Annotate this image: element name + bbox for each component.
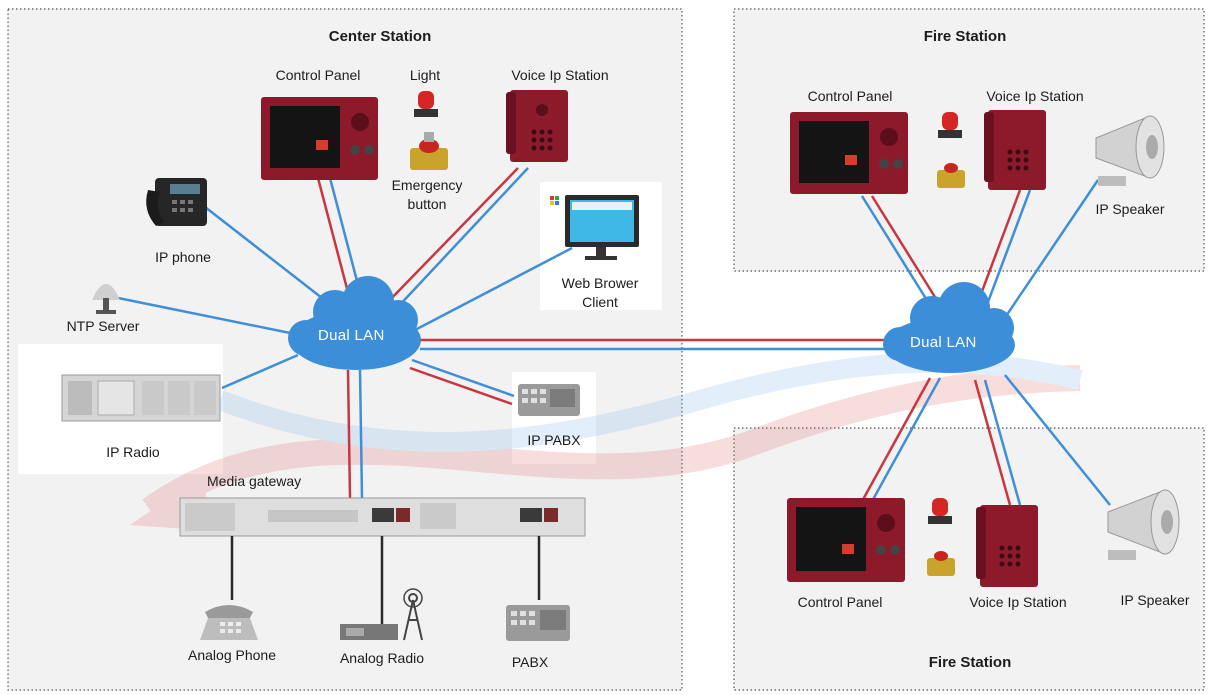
ip-radio-label: IP Radio [106,444,160,460]
analog-phone-icon [200,605,258,640]
voice-ip-station-label: Voice Ip Station [511,67,609,83]
remote-dual-lan-label: Dual LAN [910,334,977,351]
fire-top-voice-ip-label: Voice Ip Station [986,88,1084,104]
ip-radio-icon [61,374,221,422]
beacon-light-fire-top [938,112,962,138]
ip-phone-icon [146,178,207,226]
emergency-label-line1: Emergency [391,177,463,193]
beacon-light-fire-bottom [928,498,952,524]
emergency-button-fire-top [937,163,965,188]
fire-bottom-ip-speaker-label: IP Speaker [1120,592,1190,608]
analog-radio-icon [340,588,423,641]
ip-pabx-label: IP PABX [527,432,581,448]
web-client-label-line1: Web Brower [561,275,639,291]
emergency-label-line2: button [407,196,447,212]
center-station-title: Center Station [328,28,432,45]
fire-station-bottom-title: Fire Station [928,654,1012,671]
voice-ip-station-center [506,90,568,162]
ip-phone-label: IP phone [155,249,211,265]
center-cloud [288,276,421,370]
emergency-button-icon [410,132,448,170]
control-panel-label: Control Panel [275,67,361,83]
pabx-label: PABX [511,654,549,670]
pabx-icon [506,605,570,641]
fire-bottom-control-panel-label: Control Panel [797,594,883,610]
emergency-button-fire-bottom [927,551,955,576]
ip-speaker-fire-bottom [1107,489,1180,560]
ntp-server-label: NTP Server [66,318,140,334]
voice-ip-station-fire-bottom [976,505,1038,587]
fire-bottom-voice-ip-label: Voice Ip Station [969,594,1067,610]
light-label: Light [409,67,441,83]
web-client-label-line2: Client [582,294,618,310]
media-gateway-label: Media gateway [207,473,302,489]
center-dual-lan-label: Dual LAN [318,327,385,344]
ntp-server-icon [92,284,120,314]
remote-cloud [883,282,1015,373]
analog-phone-label: Analog Phone [188,647,276,663]
media-gateway-icon [179,497,586,624]
ip-pabx-icon [518,384,580,416]
control-panel-center [261,97,378,180]
analog-radio-label: Analog Radio [339,650,425,666]
control-panel-fire-top [790,112,908,194]
beacon-light [414,91,438,117]
fire-top-ip-speaker-label: IP Speaker [1095,201,1165,217]
control-panel-fire-bottom [787,498,905,582]
fire-station-top-title: Fire Station [923,28,1007,45]
web-client-icon [550,195,639,260]
ip-speaker-fire-top [1095,115,1165,186]
voice-ip-station-fire-top [984,110,1046,190]
fire-top-control-panel-label: Control Panel [807,88,893,104]
